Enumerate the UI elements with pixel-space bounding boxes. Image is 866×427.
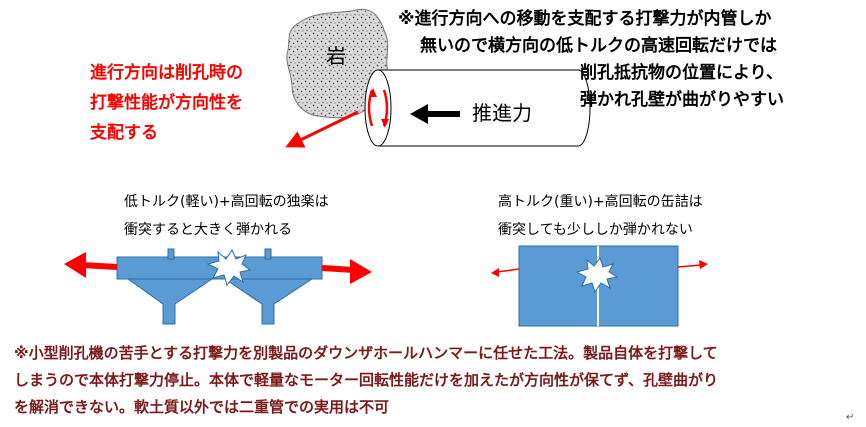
thrust-arrow-icon: [410, 104, 460, 124]
caption-line: 衝突すると大きく弾かれる: [124, 222, 292, 238]
thrust-label: 推進力: [472, 101, 532, 125]
bottom-note-line: ※小型削孔機の苦手とする打撃力を別製品のダウンザホールハンマーに任せた工法。製品…: [14, 344, 718, 362]
deflection-arrow-icon: [64, 252, 372, 284]
rock-label: 岩: [326, 44, 346, 68]
rock-icon: [286, 8, 390, 119]
bottom-note: ※小型削孔機の苦手とする打撃力を別製品のダウンザホールハンマーに任せた工法。製品…: [14, 340, 718, 421]
pipe-icon: [364, 69, 591, 147]
direction-note-line: 打撃性能が方向性を: [90, 93, 243, 113]
impact-burst-icon: [575, 256, 619, 294]
low-torque-caption: 低トルク(軽い)+高回転の独楽は 衝突すると大きく弾かれる: [124, 188, 329, 244]
bottom-note-line: しまうので本体打撃力停止。本体で軽量なモーター回転性能だけを加えたが方向性が保て…: [14, 371, 718, 389]
direction-note-line: 進行方向は削孔時の: [90, 63, 243, 83]
deflection-arrow-icon: [491, 260, 708, 277]
rotation-arrow-icon: [367, 88, 389, 128]
direction-note-line: 支配する: [90, 123, 158, 143]
paragraph-mark: ↵: [846, 412, 855, 423]
top-note-line: 削孔抵抗物の位置により、: [580, 63, 783, 83]
top-note-line: 弾かれ孔壁が曲がりやすい: [580, 90, 784, 110]
direction-note: 進行方向は削孔時の 打撃性能が方向性を 支配する: [90, 58, 243, 148]
caption-line: 高トルク(重い)+高回転の缶詰は: [498, 194, 703, 210]
impact-burst-icon: [206, 248, 252, 287]
caption-line: 衝突しても少ししか弾かれない: [498, 222, 693, 238]
deflection-arrow-icon: [285, 110, 359, 148]
top-note-line: ※進行方向への移動を支配する打撃力が内管しか: [398, 9, 772, 29]
top-note-line: 無いので横方向の低トルクの高速回転だけでは: [420, 36, 777, 56]
caption-line: 低トルク(軽い)+高回転の独楽は: [124, 194, 329, 210]
high-torque-caption: 高トルク(重い)+高回転の缶詰は 衝突しても少ししか弾かれない: [498, 188, 703, 244]
bottom-note-line: を解消できない。軟土質以外では二重管での実用は不可: [14, 398, 390, 416]
top-note: ※進行方向への移動を支配する打撃力が内管しか 無いので横方向の低トルクの高速回転…: [398, 6, 784, 114]
